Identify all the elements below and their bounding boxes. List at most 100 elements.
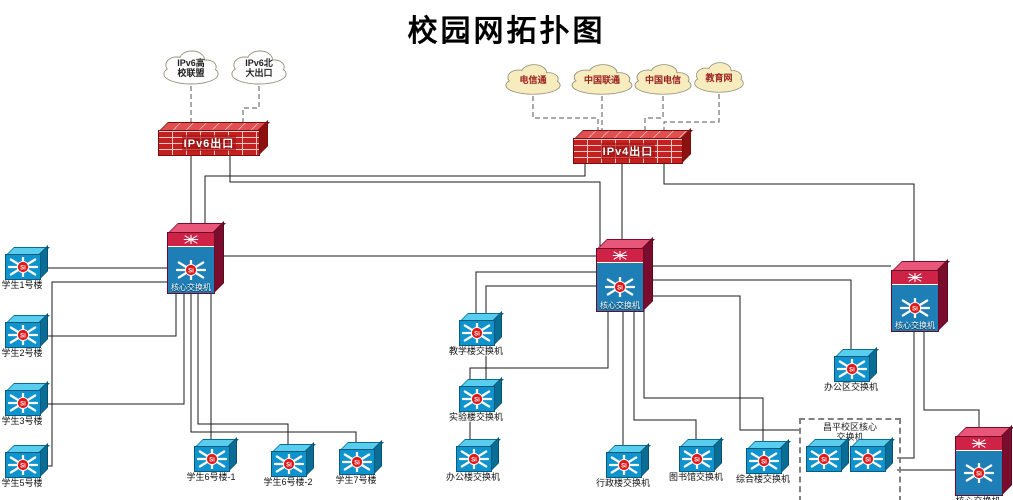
switch-front-face: Si [606, 452, 642, 478]
switch-arrows-icon [907, 273, 923, 282]
core-switch-body: Si [956, 451, 1002, 495]
svg-text:Si: Si [20, 265, 26, 271]
sw-complex: Si 综合楼交换机 [734, 439, 792, 484]
wire [485, 285, 596, 386]
svg-text:Si: Si [912, 306, 918, 312]
sw-student-7-label: 学生7号楼 [334, 475, 378, 485]
cloud-icon [571, 64, 633, 95]
si-badge-icon: Si [16, 260, 30, 274]
switch-front-face: Si [746, 448, 782, 474]
wire-dashed [532, 96, 599, 138]
sw-library-label: 图书馆交换机 [667, 472, 725, 482]
svg-text:Si: Si [849, 367, 855, 373]
switch-front-face: Si [5, 254, 41, 280]
sw-student-6-1-label: 学生6号楼-1 [185, 472, 237, 482]
fw-ipv4-exit-label: IPv4出口 [600, 143, 656, 159]
sw-student-6-2: Si 学生6号楼-2 [262, 442, 316, 487]
wire-dashed [644, 96, 664, 138]
core-right-label: 核心交换机 [895, 321, 935, 330]
cloud-icon [694, 62, 744, 93]
cloud-cernet-label: 教育网 [705, 73, 733, 83]
wire [39, 292, 177, 337]
cloud-unicom-label: 中国联通 [583, 75, 620, 85]
cloud-telecom-label: 中国电信 [644, 75, 681, 85]
wire [642, 295, 799, 431]
sw-office-label: 办公楼交换机 [444, 472, 502, 482]
wire [642, 279, 852, 356]
wire [643, 310, 764, 448]
svg-text:Si: Si [617, 285, 623, 291]
cloud-icon [634, 64, 692, 95]
core-switch-body: Si 核心交换机 [892, 285, 938, 331]
sw-student-6-1: Si 学生6号楼-1 [185, 437, 239, 482]
sw-changping-2: Si [850, 437, 895, 472]
core-switch-front-face: Si 核心交换机 [891, 270, 939, 332]
cloud-ipv6-pku-label: IPv6北大出口 [245, 58, 273, 78]
core-far-right-label: 核心交换机 [954, 496, 1002, 500]
cloud-unicom: 中国联通 [570, 62, 634, 96]
si-badge-icon: Si [845, 362, 859, 376]
cloud-ipv6-union: IPv6高校联盟 [162, 48, 220, 86]
core-switch-cap [892, 271, 938, 285]
si-badge-icon: Si [16, 396, 30, 410]
cloud-ipv6-pku: IPv6北大出口 [230, 48, 288, 86]
wire [39, 292, 185, 405]
si-badge-icon: Si [972, 466, 986, 480]
sw-student-6-2-label: 学生6号楼-2 [262, 477, 314, 487]
core-switch-cap [168, 233, 214, 247]
si-badge-icon: Si [184, 263, 198, 277]
wire [204, 162, 586, 232]
cloud-icon [163, 50, 219, 85]
diagram-title: 校园网拓扑图 [407, 15, 606, 48]
si-badge-icon: Si [617, 458, 631, 472]
svg-text:Si: Si [694, 457, 700, 463]
wire [475, 271, 596, 320]
switch-front-face: Si [806, 446, 842, 472]
cloud-icon [231, 50, 287, 85]
switch-front-face: Si [5, 452, 41, 478]
si-badge-icon: Si [470, 326, 484, 340]
switch-front-face: Si [339, 449, 375, 475]
si-badge-icon: Si [613, 280, 627, 294]
si-badge-icon: Si [757, 454, 771, 468]
switch-front-face: Si [679, 446, 715, 472]
sw-complex-label: 综合楼交换机 [734, 474, 792, 484]
switch-arrows-icon [183, 235, 199, 244]
wire [663, 162, 915, 270]
switch-front-face: Si [271, 451, 307, 477]
switch-front-face: Si [194, 446, 230, 472]
cloud-icon [505, 64, 561, 95]
sw-admin-label: 行政楼交换机 [594, 478, 652, 488]
sw-student-3-label: 学生3号楼 [0, 416, 44, 426]
svg-text:Si: Si [188, 268, 194, 274]
sw-student-1-label: 学生1号楼 [0, 280, 44, 290]
si-badge-icon: Si [205, 452, 219, 466]
firewall-front-face: IPv6出口 [158, 130, 260, 156]
sw-changping-1: Si [806, 437, 851, 472]
svg-text:Si: Si [821, 457, 827, 463]
svg-text:Si: Si [354, 460, 360, 466]
si-badge-icon: Si [16, 328, 30, 342]
svg-text:Si: Si [286, 462, 292, 468]
wire-dashed [242, 86, 260, 130]
sw-student-1: Si 学生1号楼 [0, 245, 50, 290]
si-badge-icon: Si [470, 392, 484, 406]
sw-library: Si 图书馆交换机 [667, 437, 725, 482]
fw-ipv4-exit: IPv4出口 [573, 128, 693, 164]
core-switch-cap [956, 437, 1002, 451]
svg-text:Si: Si [20, 463, 26, 469]
svg-text:Si: Si [471, 457, 477, 463]
wire [190, 292, 357, 449]
cloud-cernet: 教育网 [693, 60, 745, 94]
svg-text:Si: Si [761, 459, 767, 465]
cloud-dianxintong-label: 电信通 [519, 75, 547, 85]
